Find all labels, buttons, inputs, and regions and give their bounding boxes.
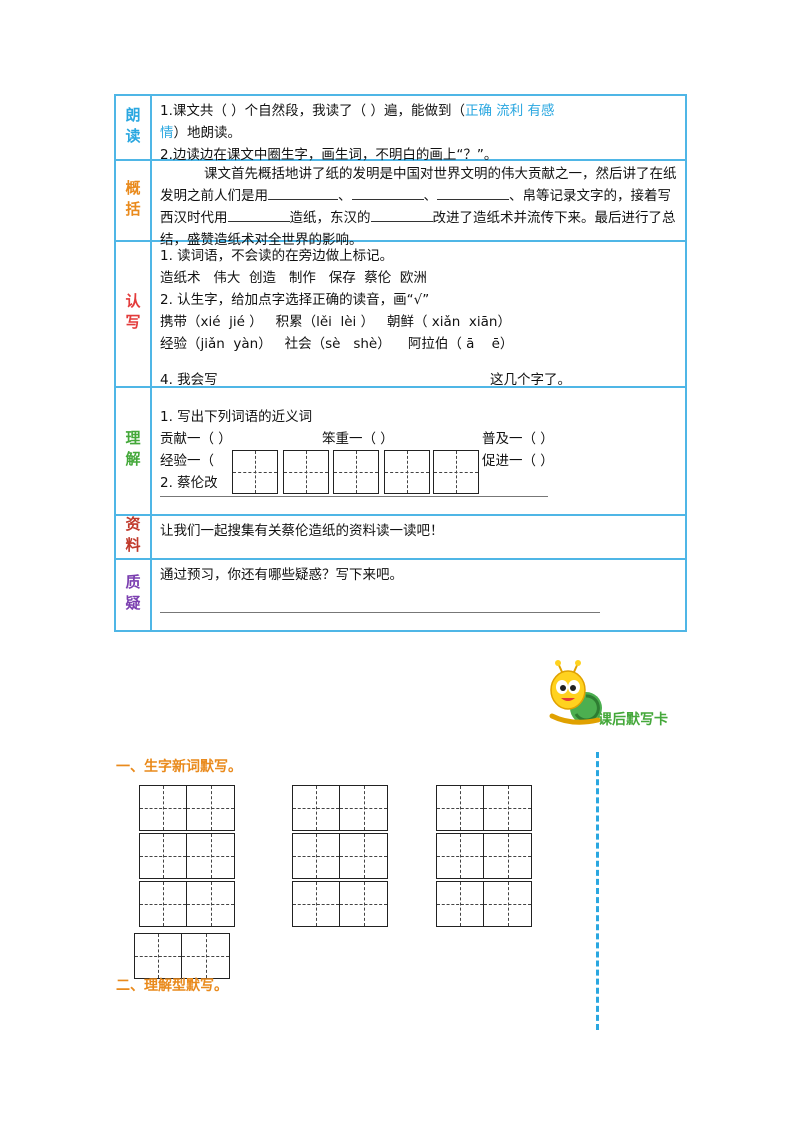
section-2-title: 二、理解型默写。 [116,978,228,994]
blank-1[interactable] [268,185,338,200]
row-lijie: 理解 1. 写出下列词语的近义词 贡献一（ ） 笨重一（ ） 普及一（ ） 经验… [114,388,687,516]
label-ziliao: 资料 [116,516,152,558]
write-box-4[interactable] [384,450,430,494]
char-grid[interactable] [139,881,235,927]
gaikuo-content: 课文首先概括地讲了纸的发明是中国对世界文明的伟大贡献之一，然后讲了在纸发明之前人… [160,166,677,248]
char-grid[interactable] [139,785,235,831]
label-langdu: 朗读 [116,96,152,159]
write-box-2[interactable] [283,450,329,494]
row-langdu: 朗读 1.课文共（ ）个自然段，我读了（ ）遍，能做到（正确 流利 有感 情）地… [114,94,687,163]
blank-2[interactable] [351,185,424,200]
write-box-5[interactable] [433,450,479,494]
char-grid[interactable] [134,933,230,979]
write-box-1[interactable] [232,450,278,494]
zhiyi-content: 通过预习，你还有哪些疑惑？写下来吧。 [160,564,679,613]
blank-5[interactable] [370,207,433,222]
renxie-content: 1. 读词语，不会读的在旁边做上标记。 造纸术 伟大 创造 制作 保存 蔡伦 欧… [160,248,571,388]
langdu-content: 1.课文共（ ）个自然段，我读了（ ）遍，能做到（正确 流利 有感 情）地朗读。… [160,103,555,163]
label-gaikuo: 概括 [116,161,152,240]
lijie-content: 1. 写出下列词语的近义词 贡献一（ ） 笨重一（ ） 普及一（ ） 经验一（ … [160,406,679,497]
char-grid[interactable] [292,881,388,927]
blank-3[interactable] [437,185,509,200]
char-grid[interactable] [139,833,235,879]
section-1-title: 一、生字新词默写。 [116,759,242,775]
cut-line [596,752,599,1030]
label-lijie: 理解 [116,388,152,514]
blank-4[interactable] [227,207,290,222]
char-grid[interactable] [292,785,388,831]
ziliao-content: 让我们一起搜集有关蔡伦造纸的资料读一读吧！ [160,523,444,539]
row-renxie: 认写 1. 读词语，不会读的在旁边做上标记。 造纸术 伟大 创造 制作 保存 蔡… [114,242,687,388]
answer-line[interactable] [160,612,600,613]
char-grid[interactable] [436,785,532,831]
row-zhiyi: 质疑 通过预习，你还有哪些疑惑？写下来吧。 [114,560,687,632]
row-gaikuo: 概括 课文首先概括地讲了纸的发明是中国对世界文明的伟大贡献之一，然后讲了在纸发明… [114,161,687,248]
label-zhiyi: 质疑 [116,560,152,630]
snail-mascot-icon [549,660,602,725]
row-ziliao: 资料 让我们一起搜集有关蔡伦造纸的资料读一读吧！ [114,516,687,560]
char-grid[interactable] [292,833,388,879]
card-title: 课后默写卡 [598,712,668,728]
char-grid[interactable] [436,881,532,927]
label-renxie: 认写 [116,242,152,386]
char-grid[interactable] [436,833,532,879]
write-box-3[interactable] [333,450,379,494]
